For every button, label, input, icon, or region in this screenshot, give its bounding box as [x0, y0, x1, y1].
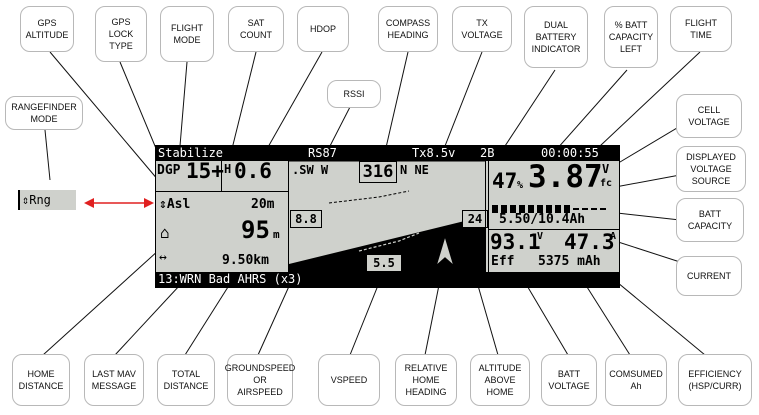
- flight-time: 00:00:55: [541, 146, 599, 160]
- current: 47.3: [564, 230, 615, 254]
- callout-batt-capacity: BATT CAPACITY: [676, 198, 744, 242]
- altitude-mode: ⇕Asl: [159, 197, 191, 212]
- artificial-horizon: [289, 161, 485, 274]
- divider: [156, 191, 288, 192]
- callout-gps-lock-type: GPS LOCK TYPE: [95, 6, 147, 62]
- callout-flight-time: FLIGHT TIME: [670, 6, 732, 52]
- callout-sat-count: SAT COUNT: [228, 6, 284, 52]
- callout-efficiency: EFFICIENCY (HSP/CURR): [678, 354, 752, 406]
- callout-cell-voltage: CELL VOLTAGE: [676, 94, 742, 138]
- divider: [221, 161, 222, 191]
- distance-icon: ↔: [159, 250, 167, 265]
- osd-display: Stabilize RS87 Tx8.5v 2B 00:00:55 DGP 15…: [155, 145, 620, 288]
- current-unit: A: [610, 231, 617, 242]
- voltage-source: fc: [600, 178, 613, 189]
- rangefinder-mode-indicator: ⇕Rng: [18, 190, 76, 210]
- hdop-value: 0.6: [234, 159, 272, 183]
- callout-rangefinder-mode: RANGEFINDER MODE: [5, 96, 83, 130]
- compass-right: N NE: [400, 163, 429, 177]
- callout-batt-capacity-left: % BATT CAPACITY LEFT: [604, 6, 658, 68]
- callout-gps-altitude: GPS ALTITUDE: [20, 6, 74, 52]
- divider: [288, 161, 289, 274]
- consumed-mah: 5375 mAh: [538, 254, 601, 269]
- mav-message: 13:WRN Bad AHRS (x3): [158, 272, 303, 286]
- callout-vspeed: VSPEED: [318, 354, 380, 406]
- total-distance: 9.50km: [222, 253, 269, 268]
- callout-batt-voltage: BATT VOLTAGE: [541, 354, 597, 406]
- sat-count: 15+: [186, 159, 224, 183]
- callout-groundspeed: GROUNDSPEED OR AIRSPEED: [225, 354, 295, 406]
- home-distance-unit: m: [273, 228, 280, 241]
- vspeed: 5.5: [366, 254, 402, 272]
- callout-dual-battery: DUAL BATTERY INDICATOR: [524, 6, 588, 68]
- altitude-above-home: 24: [462, 210, 488, 228]
- callout-voltage-source: DISPLAYED VOLTAGE SOURCE: [676, 146, 746, 192]
- home-distance: 95: [241, 216, 270, 244]
- callout-tx-voltage: TX VOLTAGE: [452, 6, 512, 52]
- batt-capacity: 5.50/10.4Ah: [499, 212, 586, 227]
- gps-altitude: 20m: [251, 197, 275, 212]
- home-icon: ⌂: [160, 223, 170, 242]
- gps-lock-type: DGP: [157, 163, 181, 178]
- flight-mode: Stabilize: [158, 146, 224, 160]
- home-heading-arrow: [434, 234, 456, 268]
- cell-voltage: 3.87: [528, 159, 603, 195]
- osd-bottom-bar: 13:WRN Bad AHRS (x3): [156, 272, 619, 287]
- batt-voltage: 93.1: [490, 230, 541, 254]
- callout-compass-heading: COMPASS HEADING: [378, 6, 438, 52]
- callout-altitude-above-home: ALTITUDE ABOVE HOME: [470, 354, 530, 406]
- vertical-ladder: [485, 161, 486, 274]
- callout-current: CURRENT: [676, 256, 742, 296]
- callout-home-distance: HOME DISTANCE: [12, 354, 70, 406]
- callout-hdop: HDOP: [297, 6, 349, 52]
- callout-last-mav-message: LAST MAV MESSAGE: [84, 354, 144, 406]
- divider: [488, 229, 619, 230]
- groundspeed: 8.8: [290, 210, 322, 228]
- compass-heading: 316: [359, 161, 397, 183]
- divider: [488, 161, 489, 274]
- callout-consumed-ah: COMSUMED Ah: [605, 354, 667, 406]
- batt-percent-sign: %: [517, 180, 524, 191]
- callout-flight-mode: FLIGHT MODE: [160, 6, 214, 62]
- efficiency: Eff: [491, 254, 515, 269]
- callout-relative-home-heading: RELATIVE HOME HEADING: [395, 354, 457, 406]
- callout-total-distance: TOTAL DISTANCE: [157, 354, 215, 406]
- osd-top-bar: Stabilize RS87 Tx8.5v 2B 00:00:55: [156, 146, 619, 161]
- hdop-label: H: [224, 162, 232, 176]
- battery-index: 2B: [480, 146, 495, 160]
- cell-voltage-unit: V: [602, 162, 610, 176]
- battery-level-bar: [492, 205, 606, 213]
- callout-rssi: RSSI: [327, 80, 381, 108]
- batt-voltage-unit: V: [537, 231, 544, 242]
- compass-left: .SW W: [292, 163, 329, 177]
- rssi-value: RS87: [308, 146, 337, 160]
- tx-voltage: Tx8.5v: [412, 146, 456, 160]
- batt-percent: 47: [492, 169, 518, 193]
